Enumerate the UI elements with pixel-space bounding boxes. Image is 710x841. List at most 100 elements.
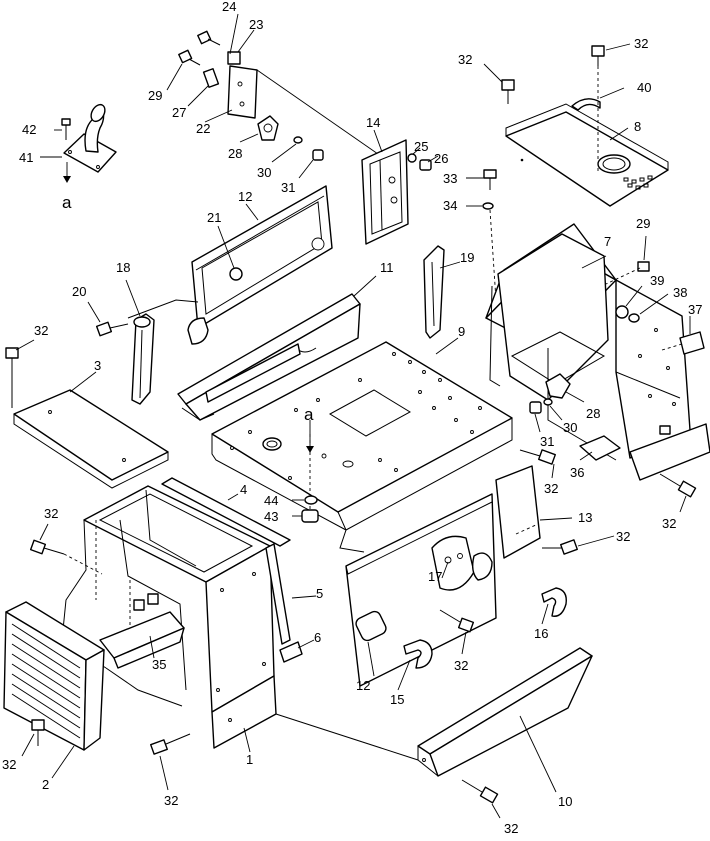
callout-28-upper: 28 — [228, 146, 242, 161]
part-32-bolt-g — [29, 539, 65, 555]
part-15-hook — [403, 639, 433, 669]
callout-21: 21 — [207, 210, 221, 225]
part-42-bolt — [61, 118, 71, 140]
callout-30-upper: 30 — [257, 165, 271, 180]
callout-32-left: 32 — [44, 506, 58, 521]
part-40-clamp — [571, 98, 601, 111]
callout-2: 2 — [42, 777, 49, 792]
part-12-lower-panel — [345, 493, 497, 687]
callout-32-mid: 32 — [544, 481, 558, 496]
callout-17: 17 — [428, 569, 442, 584]
callout-29-lower: 29 — [636, 216, 650, 231]
part-30-washer-upper — [293, 136, 303, 144]
callout-16: 16 — [534, 626, 548, 641]
callout-15: 15 — [390, 692, 404, 707]
part-36-latch-plate — [579, 435, 621, 461]
callout-27: 27 — [172, 105, 186, 120]
callout-43: 43 — [264, 509, 278, 524]
part-32-bolt-d — [519, 449, 556, 465]
part-9-floor-deck — [211, 341, 513, 531]
part-32-bolt-a — [501, 79, 515, 104]
part-18-stay-arm — [131, 313, 155, 405]
part-44-washer — [304, 495, 318, 505]
part-1-left-cowl — [61, 485, 277, 749]
callout-35: 35 — [152, 657, 166, 672]
callout-31-lower: 31 — [540, 434, 554, 449]
part-39-nut — [615, 305, 629, 319]
part-32-bolt-f — [31, 719, 45, 746]
callout-42: 42 — [22, 122, 36, 137]
part-6-clip — [279, 641, 303, 663]
callout-22: 22 — [196, 121, 210, 136]
callout-8: 8 — [634, 119, 641, 134]
callout-32-bottom: 32 — [504, 821, 518, 836]
callout-39: 39 — [650, 273, 664, 288]
callout-32-top-right: 32 — [634, 36, 648, 51]
callout-12-upper: 12 — [238, 189, 252, 204]
callout-32-grille: 32 — [2, 757, 16, 772]
part-32-bolt-b — [591, 45, 605, 66]
part-22-bracket-plate — [227, 65, 258, 119]
part-24-bolt — [197, 30, 221, 46]
part-4-seal-strip — [161, 477, 291, 547]
part-31-nut-lower — [529, 401, 542, 414]
part-35-inner-bracket — [99, 593, 185, 669]
callout-36: 36 — [570, 465, 584, 480]
part-7-cab-frame — [485, 223, 710, 481]
part-11-lower-member — [177, 293, 361, 421]
part-41-exhaust-elbow — [63, 103, 117, 173]
part-27-latch — [202, 68, 220, 88]
callout-4: 4 — [240, 482, 247, 497]
part-29-bolt-upper — [178, 49, 201, 66]
callout-32-top-left: 32 — [458, 52, 472, 67]
part-28-lock-lower — [545, 373, 571, 399]
callout-25: 25 — [414, 139, 428, 154]
callout-a-floor: a — [304, 405, 314, 424]
callout-33: 33 — [443, 171, 457, 186]
part-32-bolt-e — [659, 473, 697, 498]
callout-30-lower: 30 — [563, 420, 577, 435]
callout-20: 20 — [72, 284, 86, 299]
part-10-step-plate — [417, 647, 593, 777]
callout-32-floor: 32 — [34, 323, 48, 338]
part-37-handle — [679, 331, 705, 355]
callout-40: 40 — [637, 80, 651, 95]
part-29-bolt-lower — [605, 261, 650, 285]
callout-38: 38 — [673, 285, 687, 300]
part-31-nut-upper — [312, 149, 324, 161]
callout-44: 44 — [264, 493, 278, 508]
callout-19: 19 — [460, 250, 474, 265]
part-8-top-cover — [505, 103, 669, 207]
part-28-lock-upper — [257, 115, 279, 141]
part-32-bolt-i — [542, 539, 578, 555]
callout-a-top: a — [62, 193, 72, 212]
part-34-washer — [482, 202, 494, 210]
callout-32-mid-right: 32 — [616, 529, 630, 544]
callout-24: 24 — [222, 0, 236, 14]
callout-9: 9 — [458, 324, 465, 339]
part-3-floor-plate — [13, 389, 169, 489]
callout-28-lower: 28 — [586, 406, 600, 421]
part-16-hook — [541, 587, 567, 617]
callout-3: 3 — [94, 358, 101, 373]
part-12-door-frame — [187, 185, 333, 345]
part-23-clip — [227, 51, 241, 65]
callout-31-upper: 31 — [281, 180, 295, 195]
callout-34: 34 — [443, 198, 457, 213]
part-38-washer — [628, 313, 640, 323]
callout-6: 6 — [314, 630, 321, 645]
callout-32-right: 32 — [662, 516, 676, 531]
callout-32-cowl-bottom: 32 — [164, 793, 178, 808]
part-20-bolt — [95, 321, 129, 337]
part-32-bolt-j — [439, 609, 475, 633]
part-32-bolt-h — [150, 733, 191, 755]
callout-26: 26 — [434, 151, 448, 166]
part-32-bolt-k — [461, 779, 499, 804]
callout-14: 14 — [366, 115, 380, 130]
callout-23: 23 — [249, 17, 263, 32]
part-21-knob — [229, 267, 243, 281]
part-30-washer-lower — [543, 398, 553, 406]
part-19-hinge-bar — [423, 245, 445, 339]
callout-7: 7 — [604, 234, 611, 249]
